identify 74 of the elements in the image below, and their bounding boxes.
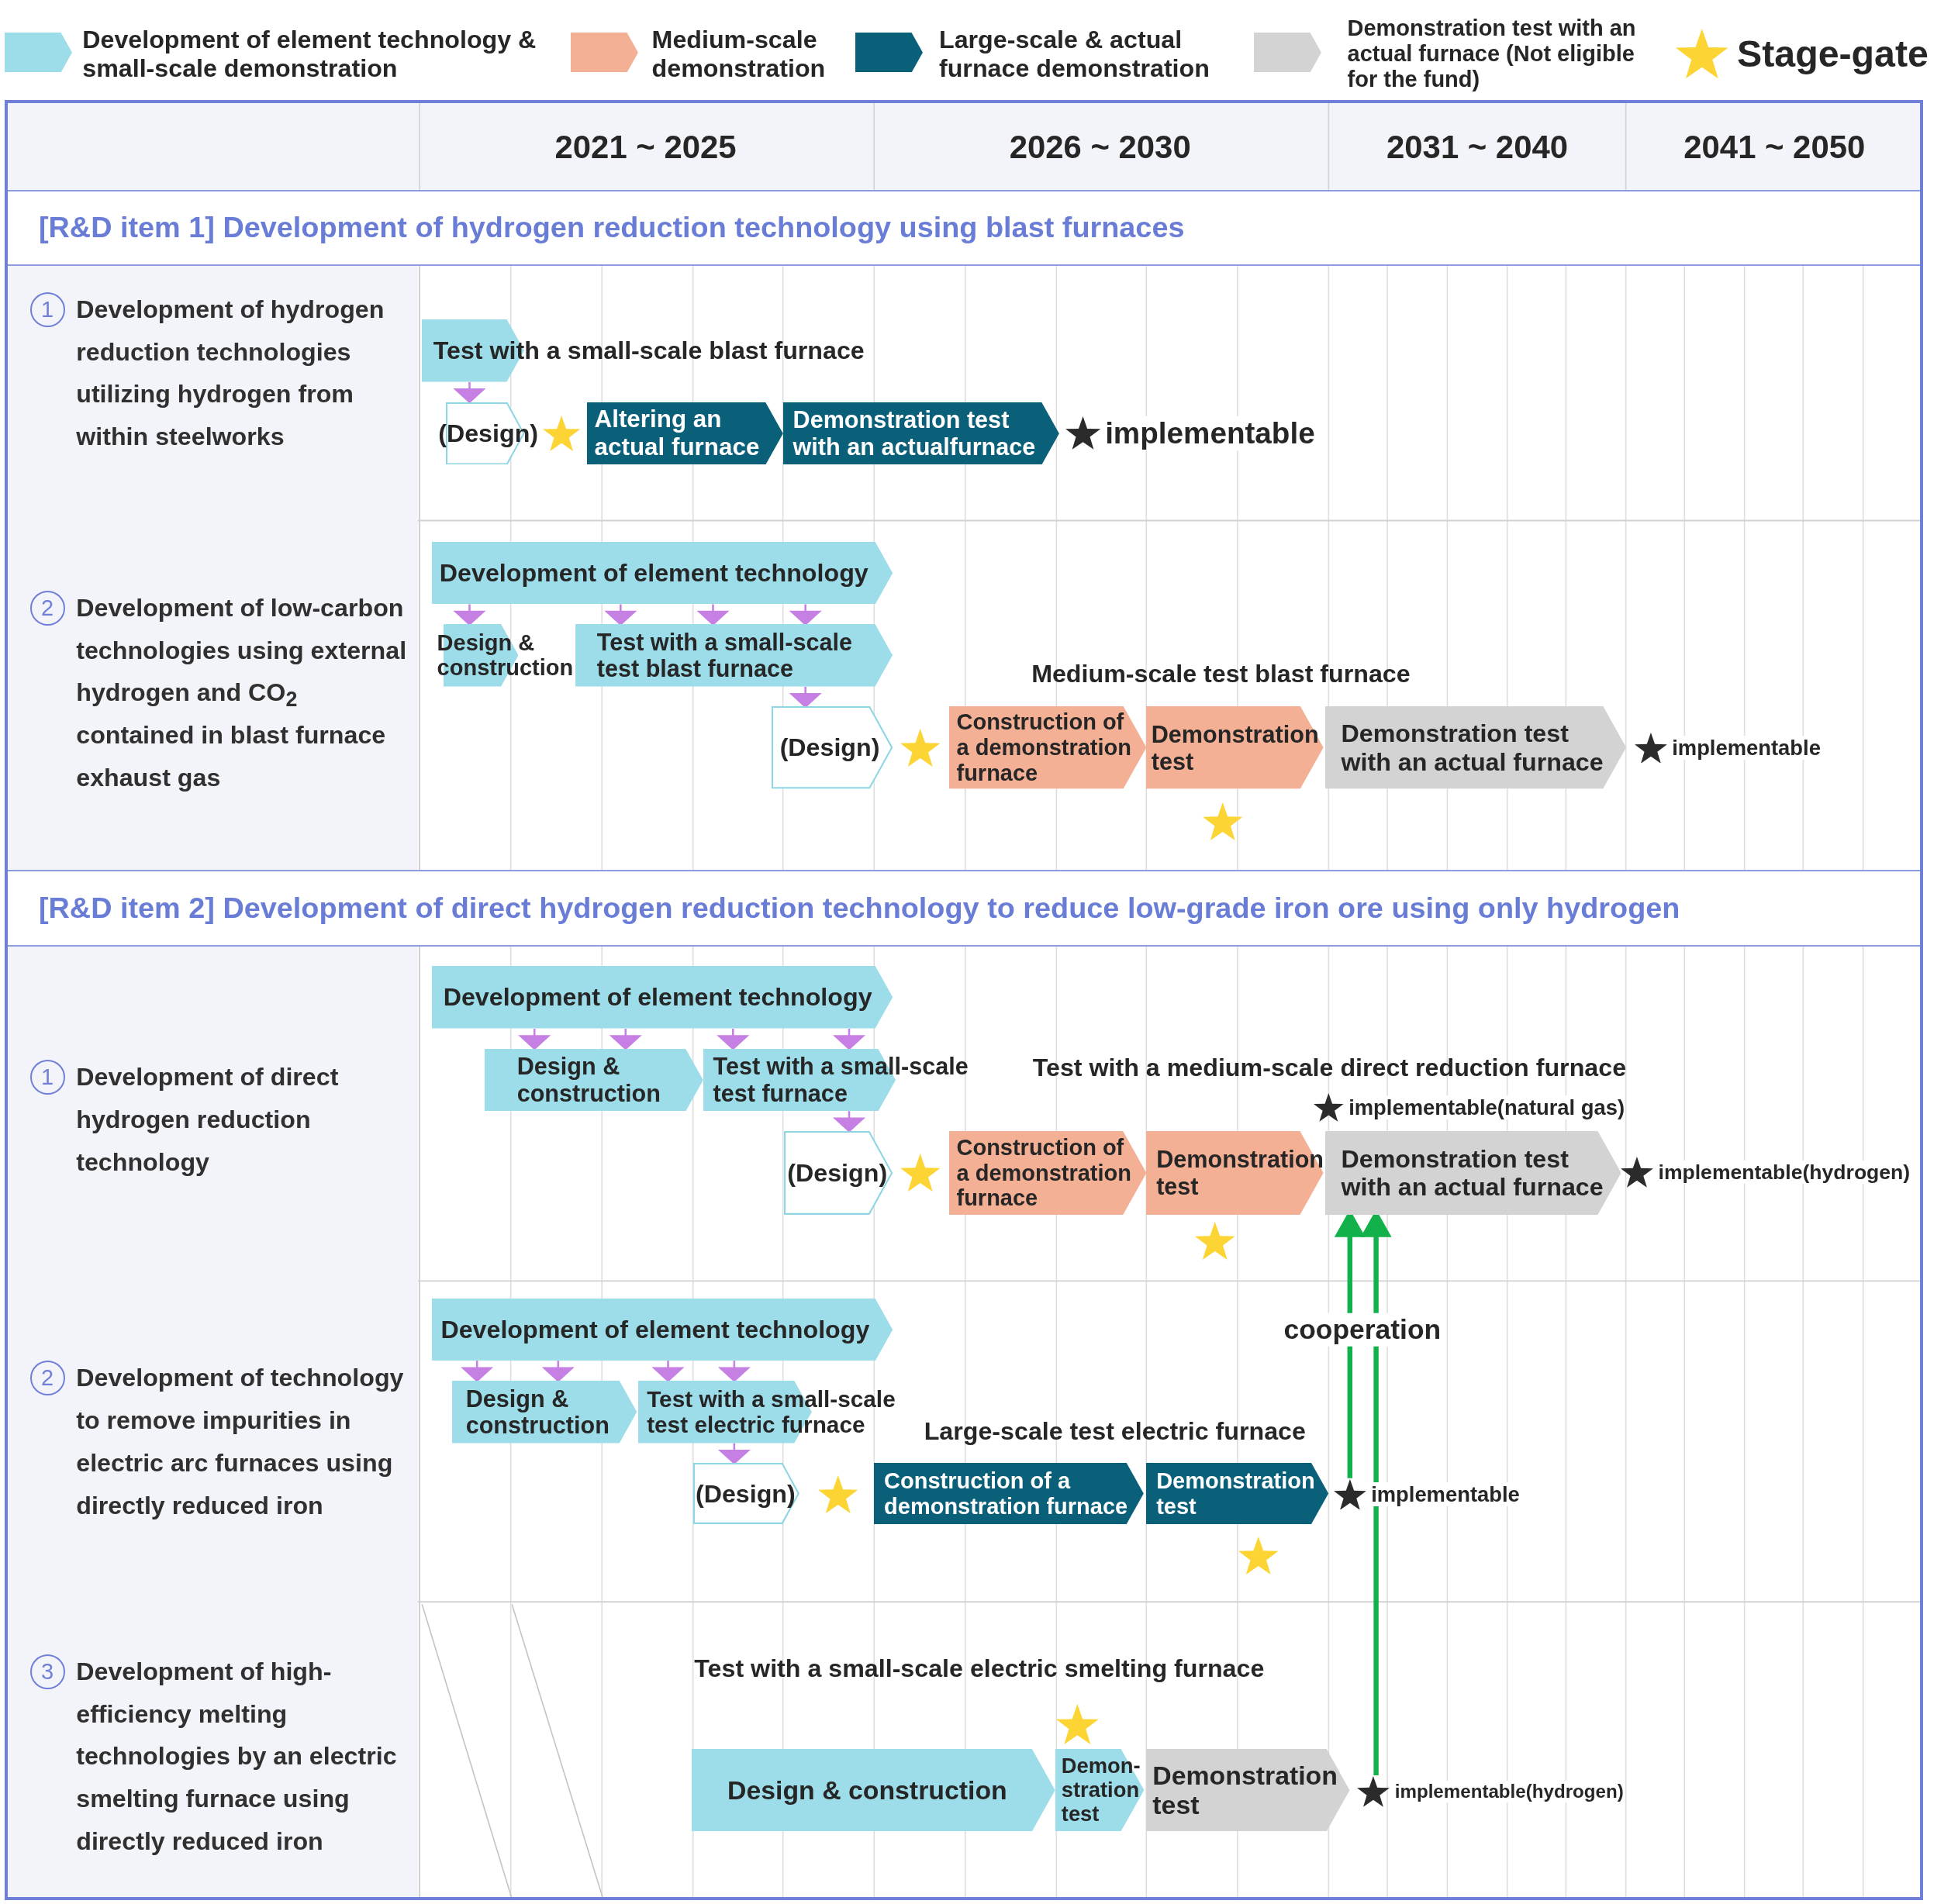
- arrow: [790, 603, 822, 626]
- item-number: 1: [29, 291, 65, 327]
- arrow: [834, 1027, 866, 1050]
- stage-arrow: Demonstration test: [1146, 1749, 1350, 1832]
- arrow: [698, 603, 730, 626]
- stage-arrow: Demonstration test with an actual furnace: [1324, 706, 1626, 789]
- stage-arrow: Demonstration test: [1146, 1463, 1329, 1525]
- arrow: [454, 381, 486, 403]
- row-title: Development of low-carbon technologies using external hydrogen and CO$_{2}$ contained in blast furnace exhaust gas: [76, 592, 408, 793]
- column-heading: 2031 ~ 2040: [1386, 128, 1568, 167]
- stage-arrow: Construction of a demonstration furnace: [948, 1130, 1147, 1215]
- milestone-label: implementable: [1105, 416, 1315, 450]
- star-icon: [543, 415, 581, 451]
- arrow: [543, 1359, 575, 1382]
- stage-arrow: Construction of a demonstration furnace: [948, 706, 1147, 789]
- star-icon: [1202, 802, 1243, 841]
- star-icon: [900, 1153, 941, 1192]
- stage-arrow: Demonstration test with an actualfurnace: [782, 402, 1059, 465]
- row-header-cell: [6, 520, 419, 871]
- row-header-cell: [6, 946, 419, 1281]
- milestone-label: implementable: [1672, 735, 1821, 761]
- arrow: [606, 603, 637, 626]
- legend-label: Medium-scale demonstration: [651, 25, 827, 82]
- arrow: [718, 1027, 750, 1050]
- legend-label: Stage-gate: [1736, 32, 1929, 75]
- item-number: 2: [29, 1361, 65, 1396]
- legend-label: Development of element technology & small-scale demonstration: [82, 25, 537, 82]
- arrow: [653, 1359, 685, 1382]
- milestone-label: implementable: [1371, 1481, 1520, 1507]
- star-icon: [900, 729, 941, 767]
- stage-arrow: Demon- stration test: [1055, 1749, 1145, 1832]
- section-band: [R&D item 1] Development of hydrogen reduction technology using blast furnaces: [6, 189, 1921, 266]
- legend-label: Large-scale & actual furnace demonstration: [938, 25, 1210, 82]
- item-number: 1: [29, 1060, 65, 1095]
- phase-caption: Test with a small-scale electric smelting furnace: [694, 1654, 1265, 1684]
- row-title: Development of hydrogen reduction technologies utilizing hydrogen from within steelworks: [76, 295, 385, 453]
- row-title: Development of direct hydrogen reduction technology: [76, 1062, 340, 1178]
- stage-arrow: Demonstration test: [1146, 1130, 1324, 1215]
- row-title: Development of high-efficiency melting technologies by an electric smelting furnace using directly reduced iron: [76, 1656, 398, 1857]
- stage-arrow: Design & construction: [484, 1048, 703, 1112]
- stage-arrow: Construction of a demonstration furnace: [874, 1463, 1145, 1525]
- stage-arrow: (Design): [772, 706, 893, 789]
- star-icon: [1195, 1222, 1235, 1261]
- stage-arrow: (Design): [784, 1130, 893, 1215]
- milestone-label: implementable(natural gas): [1348, 1095, 1625, 1120]
- item-number: 2: [29, 590, 65, 626]
- section-band: [R&D item 2] Development of direct hydrogen reduction technology to reduce low-grade iron ore using only hydrogen: [6, 870, 1921, 947]
- star-icon: [817, 1475, 858, 1514]
- item-number: 3: [29, 1654, 65, 1689]
- stage-arrow: Design & construction: [451, 1381, 637, 1444]
- phase-caption: Test with a medium-scale direct reduction furnace: [1032, 1054, 1627, 1083]
- arrow: [790, 685, 822, 708]
- column-heading: 2026 ~ 2030: [1009, 128, 1191, 167]
- column-heading: 2021 ~ 2025: [554, 128, 737, 167]
- legend-label: Demonstration test with an actual furnace (Not eligible for the fund): [1347, 16, 1637, 92]
- row-header-cell: [6, 266, 419, 521]
- arrow: [719, 1359, 751, 1382]
- star-icon: [1056, 1703, 1100, 1744]
- phase-caption: Large-scale test electric furnace: [924, 1417, 1306, 1447]
- arrow: [834, 1109, 866, 1133]
- arrow: [454, 603, 486, 626]
- arrow: [719, 1442, 751, 1464]
- stage-arrow: Demonstration test with an actual furnace: [1324, 1130, 1621, 1215]
- stage-arrow: Demonstration test: [1146, 706, 1324, 789]
- star-icon: [1238, 1537, 1279, 1575]
- stage-arrow: Altering an actual furnace: [586, 402, 783, 465]
- milestone-label: implementable(hydrogen): [1658, 1160, 1911, 1185]
- phase-caption: Medium-scale test blast furnace: [1031, 660, 1411, 689]
- arrow: [520, 1027, 551, 1050]
- arrow: [610, 1027, 642, 1050]
- milestone-label: implementable(hydrogen): [1394, 1780, 1624, 1802]
- row-title: Development of technology to remove impurities in electric arc furnaces using directly reduced iron: [76, 1363, 405, 1521]
- arrow: [462, 1359, 494, 1382]
- column-heading: 2041 ~ 2050: [1683, 128, 1866, 167]
